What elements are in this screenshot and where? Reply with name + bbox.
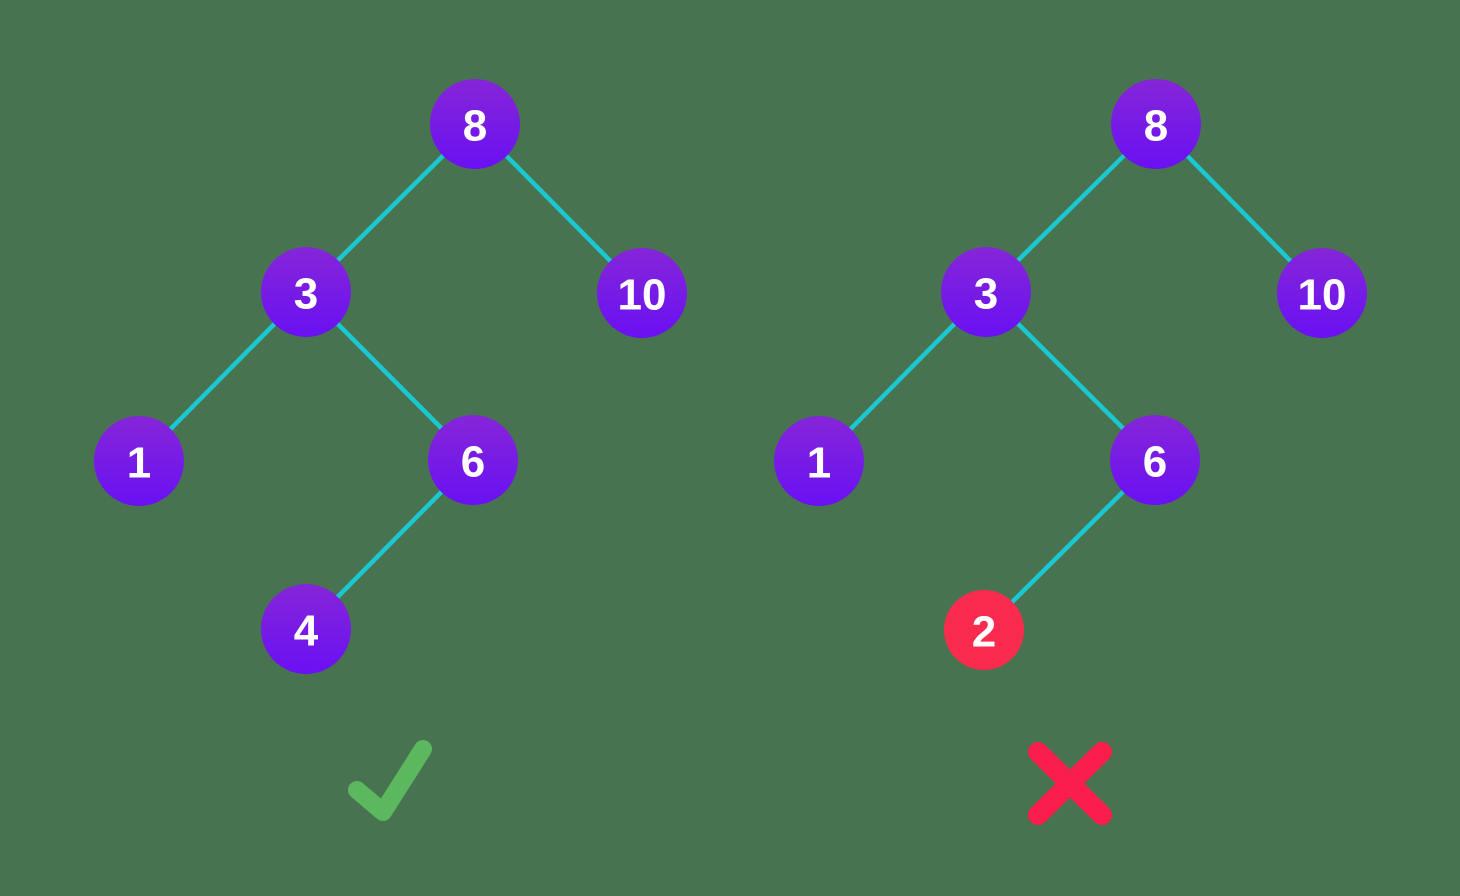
check-icon (348, 740, 432, 821)
tree-node-label-4: 4 (294, 606, 319, 655)
tree-node-3 (941, 247, 1031, 337)
cross-icon (1028, 742, 1112, 825)
tree-node-label-8: 8 (1144, 101, 1168, 150)
tree-node-label-10: 10 (1298, 270, 1347, 319)
tree-node-label-3: 3 (294, 269, 318, 318)
tree-node-10 (597, 248, 687, 338)
tree-node-8 (1111, 79, 1201, 169)
tree-node-3 (261, 247, 351, 337)
tree-node-4 (261, 584, 351, 674)
tree-node-label-3: 3 (974, 269, 998, 318)
tree-node-10 (1277, 248, 1367, 338)
tree-node-label-10: 10 (618, 270, 667, 319)
violation-node-2 (944, 590, 1024, 670)
tree-node-1 (774, 416, 864, 506)
tree-node-1 (94, 416, 184, 506)
tree-valid-bst: 8 3 10 1 6 4 (94, 79, 687, 821)
tree-node-label-6: 6 (461, 437, 485, 486)
cross-stroke-2 (1028, 742, 1112, 825)
tree-invalid-bst: 8 3 10 1 6 2 (774, 79, 1367, 825)
tree-node-label-6: 6 (1143, 437, 1167, 486)
tree-node-label-8: 8 (463, 101, 487, 150)
tree-node-label-2: 2 (972, 607, 996, 656)
tree-node-6 (1110, 415, 1200, 505)
tree-node-6 (428, 415, 518, 505)
tree-node-label-1: 1 (127, 438, 151, 487)
tree-node-8 (430, 79, 520, 169)
tree-node-label-1: 1 (807, 438, 831, 487)
